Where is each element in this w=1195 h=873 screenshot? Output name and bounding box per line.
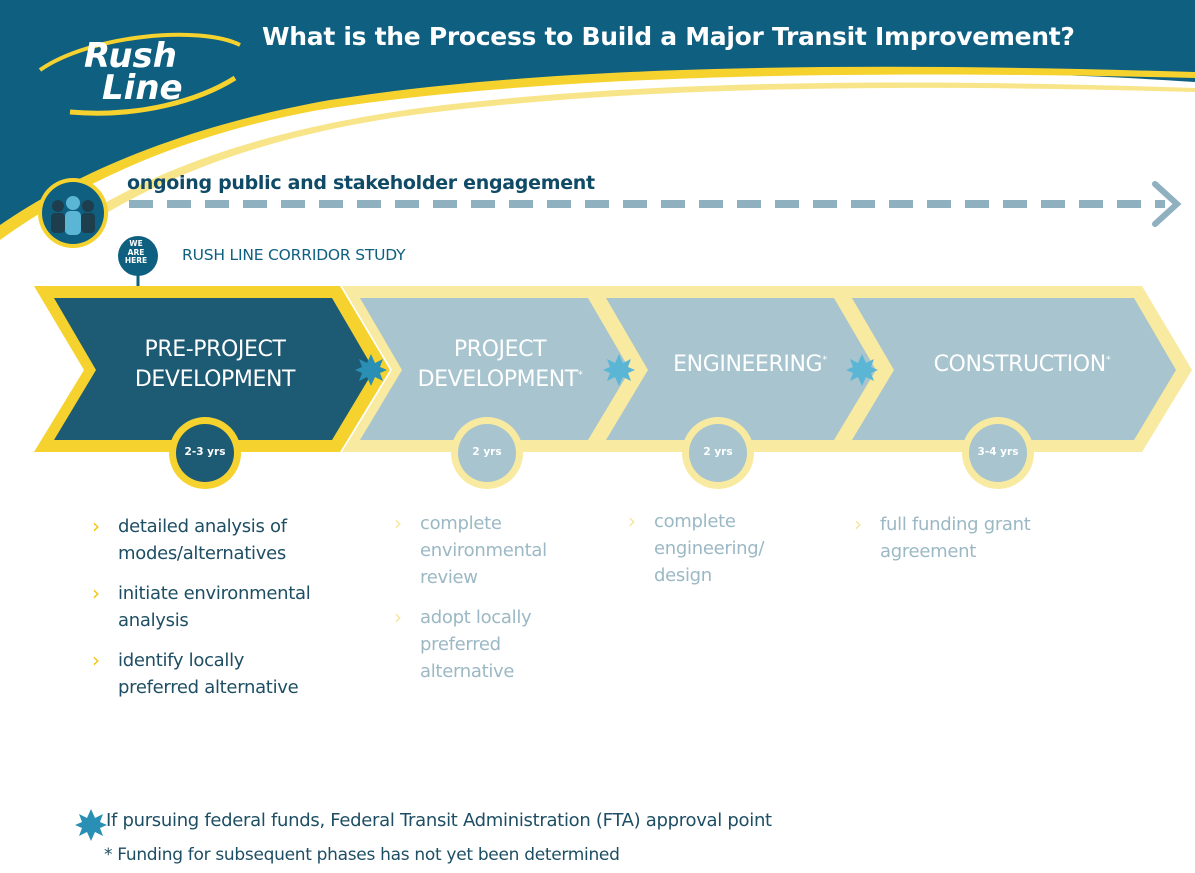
phase-4-title-line-1: CONSTRUCTION bbox=[933, 352, 1107, 377]
page-title: What is the Process to Build a Major Tra… bbox=[262, 22, 1075, 51]
fta-approval-burst-icon bbox=[846, 354, 878, 386]
list-item-text: detailed analysis of modes/alternatives bbox=[118, 516, 287, 564]
phase-1-duration-circle bbox=[176, 424, 234, 482]
logo-line-1: Rush bbox=[84, 36, 177, 76]
list-item: › initiate environmental analysis bbox=[92, 580, 312, 634]
phase-1-duration: 2-3 yrs bbox=[184, 446, 226, 458]
phase-4-title: CONSTRUCTION* bbox=[912, 350, 1132, 380]
list-item: › identify locally preferred alternative bbox=[92, 647, 312, 701]
list-item: › detailed analysis of modes/alternatives bbox=[92, 513, 312, 567]
phase-4-asterisk: * bbox=[1105, 354, 1111, 366]
phase-2-chevron bbox=[360, 298, 630, 440]
we-are-here-line-3: HERE bbox=[124, 256, 148, 265]
list-item-text: full funding grant agreement bbox=[880, 514, 1031, 562]
phase-2-asterisk: * bbox=[577, 369, 583, 381]
phase-1-chevron bbox=[54, 298, 374, 440]
we-are-here-line-1: WE bbox=[129, 239, 143, 248]
engagement-label: ongoing public and stakeholder engagemen… bbox=[127, 172, 595, 194]
phase-3-title-line-1: ENGINEERING bbox=[673, 352, 823, 377]
chevron-right-icon: › bbox=[628, 509, 636, 533]
corridor-study-label: RUSH LINE CORRIDOR STUDY bbox=[182, 246, 406, 264]
we-are-here-text: WE ARE HERE bbox=[121, 239, 151, 266]
chevron-right-icon: › bbox=[92, 581, 100, 605]
list-item-text: complete environmental review bbox=[420, 513, 547, 588]
fta-footnote: If pursuing federal funds, Federal Trans… bbox=[106, 810, 772, 831]
phase-3-duration: 2 yrs bbox=[703, 446, 733, 458]
phase-2-title-line-2: DEVELOPMENT bbox=[417, 367, 579, 392]
logo-line-2: Line bbox=[102, 68, 183, 108]
list-item-text: initiate environmental analysis bbox=[118, 583, 311, 631]
phase-4-duration-circle bbox=[969, 424, 1027, 482]
list-item: › complete engineering/ design bbox=[628, 508, 798, 589]
header-banner bbox=[0, 0, 1195, 240]
list-item: › full funding grant agreement bbox=[854, 511, 1054, 565]
chevron-right-icon: › bbox=[92, 648, 100, 672]
phase-1-title-line-1: PRE-PROJECT bbox=[144, 337, 286, 362]
phase-4-chevron bbox=[852, 298, 1176, 440]
phase-3-duration-circle bbox=[689, 424, 747, 482]
logo: Rush Line bbox=[68, 36, 208, 108]
phase-3-bullets: › complete engineering/ design bbox=[628, 508, 798, 602]
list-item: › complete environmental review bbox=[394, 510, 579, 591]
list-item-text: identify locally preferred alternative bbox=[118, 650, 299, 698]
chevron-right-icon: › bbox=[92, 514, 100, 538]
funding-footnote: * Funding for subsequent phases has not … bbox=[104, 845, 620, 865]
list-item-text: adopt locally preferred alternative bbox=[420, 607, 532, 682]
phase-1-bullets: › detailed analysis of modes/alternatives… bbox=[92, 513, 312, 714]
phase-1-title: PRE-PROJECT DEVELOPMENT bbox=[120, 335, 310, 395]
phase-2-bullets: › complete environmental review › adopt lo… bbox=[394, 510, 579, 698]
fta-approval-burst-icon bbox=[75, 809, 107, 841]
we-are-here-line-2: ARE bbox=[127, 247, 145, 257]
phase-chevrons bbox=[34, 286, 1192, 489]
phase-2-duration: 2 yrs bbox=[472, 446, 502, 458]
dashed-arrow bbox=[129, 181, 1182, 227]
people-group-icon bbox=[38, 178, 108, 248]
fta-approval-burst-icon bbox=[355, 354, 387, 386]
phase-2-title: PROJECT DEVELOPMENT* bbox=[400, 335, 600, 395]
phase-2-title-line-1: PROJECT bbox=[453, 337, 547, 362]
phase-3-chevron bbox=[606, 298, 876, 440]
chevron-right-icon: › bbox=[854, 512, 862, 536]
list-item: › adopt locally preferred alternative bbox=[394, 604, 579, 685]
phase-1-title-line-2: DEVELOPMENT bbox=[134, 367, 296, 392]
phase-4-bullets: › full funding grant agreement bbox=[854, 511, 1054, 578]
fta-approval-burst-icon bbox=[603, 354, 635, 386]
list-item-text: complete engineering/ design bbox=[654, 511, 765, 586]
phase-3-asterisk: * bbox=[822, 354, 827, 366]
chevron-right-icon: › bbox=[394, 605, 402, 629]
chevron-right-icon: › bbox=[394, 511, 402, 535]
phase-2-duration-circle bbox=[458, 424, 516, 482]
phase-4-duration: 3-4 yrs bbox=[977, 446, 1019, 458]
phase-3-title: ENGINEERING* bbox=[660, 350, 840, 380]
